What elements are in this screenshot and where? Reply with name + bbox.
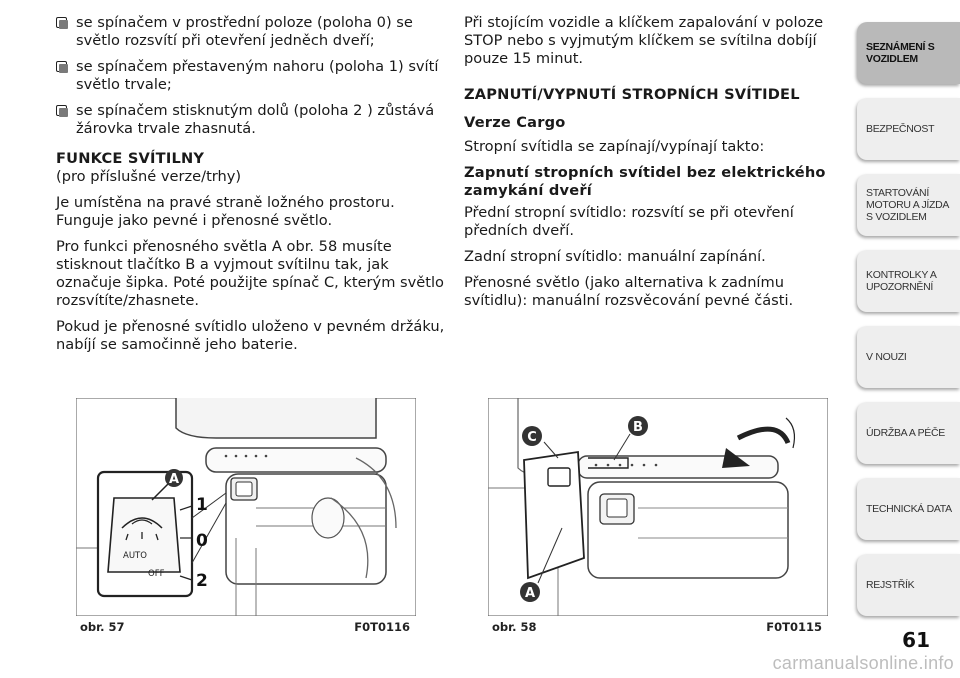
- switch-positions-list: se spínačem v prostřední poloze (poloha …: [56, 14, 448, 138]
- list-item: se spínačem stisknutým dolů (poloha 2 ) …: [56, 102, 448, 138]
- figure-code: F0T0115: [766, 620, 822, 634]
- left-column: se spínačem v prostřední poloze (poloha …: [56, 14, 448, 362]
- right-text-column: Při stojícím vozidle a klíčkem zapalován…: [464, 14, 848, 318]
- figure-57-illustration: AUTO OFF A 1 0 2: [76, 398, 416, 616]
- paragraph: Přední stropní svítidlo: rozsvítí se při…: [464, 204, 794, 239]
- tab-startovani-motoru[interactable]: STARTOVÁNÍ MOTORU A JÍZDA S VOZIDLEM: [857, 174, 960, 236]
- section-heading-stropni-svitidla: ZAPNUTÍ/VYPNUTÍ STROPNÍCH SVÍTIDEL: [464, 86, 800, 103]
- version-heading: Verze Cargo: [464, 114, 566, 131]
- position-0-label: 0: [196, 531, 208, 551]
- figure-58-illustration: C B A: [488, 398, 828, 616]
- figure-58: C B A obr. 58 F0T0115: [488, 398, 828, 634]
- off-label: OFF: [148, 569, 165, 579]
- tab-seznameni-s-vozidlem[interactable]: SEZNÁMENÍ S VOZIDLEM: [857, 22, 960, 84]
- section-subheading: (pro příslušné verze/trhy): [56, 168, 242, 185]
- tab-v-nouzi[interactable]: V NOUZI: [857, 326, 960, 388]
- tab-technicka-data[interactable]: TECHNICKÁ DATA: [857, 478, 960, 540]
- watermark: carmanualsonline.info: [772, 653, 954, 673]
- figure-caption: obr. 57: [80, 620, 125, 634]
- figure-code: F0T0116: [354, 620, 410, 634]
- callout-a-marker: [165, 469, 183, 487]
- list-item-text: se spínačem přestaveným nahoru (poloha 1…: [76, 58, 439, 93]
- page-number: 61: [902, 628, 930, 652]
- list-item-text: se spínačem stisknutým dolů (poloha 2 ) …: [76, 102, 435, 137]
- bullet-square-icon: [56, 61, 68, 73]
- paragraph: Pro funkci přenosného světla A obr. 58 m…: [56, 238, 444, 309]
- bullet-square-icon: [56, 105, 68, 117]
- auto-label: AUTO: [123, 551, 147, 561]
- callout-c-marker: [522, 426, 542, 446]
- callout-a-label: A: [525, 586, 535, 601]
- list-item-text: se spínačem v prostřední poloze (poloha …: [76, 14, 413, 49]
- paragraph: Stropní svítidla se zapínají/vypínají ta…: [464, 138, 765, 155]
- callout-b-label: B: [633, 420, 643, 435]
- figure-57: AUTO OFF A 1 0 2 obr. 57 F0T0116: [76, 398, 416, 634]
- tab-udrzba-a-pece[interactable]: ÚDRŽBA A PÉČE: [857, 402, 960, 464]
- sub-heading: Zapnutí stropních svítidel bez elektrick…: [464, 164, 826, 199]
- paragraph: Je umístěna na pravé straně ložného pros…: [56, 194, 395, 229]
- tab-kontrolky-a-upozorneni[interactable]: KONTROLKY A UPOZORNĚNÍ: [857, 250, 960, 312]
- chapter-tabs: SEZNÁMENÍ S VOZIDLEM BEZPEČNOST STARTOVÁ…: [857, 22, 960, 630]
- position-1-label: 1: [196, 495, 208, 515]
- list-item: se spínačem přestaveným nahoru (poloha 1…: [56, 58, 448, 94]
- callout-a-label: A: [169, 472, 179, 487]
- callout-a-marker: [520, 582, 540, 602]
- paragraph: Zadní stropní svítidlo: manuální zapínán…: [464, 248, 766, 265]
- tab-rejstrik[interactable]: REJSTŘÍK: [857, 554, 960, 616]
- figure-caption: obr. 58: [492, 620, 537, 634]
- tab-bezpecnost[interactable]: BEZPEČNOST: [857, 98, 960, 160]
- bullet-square-icon: [56, 17, 68, 29]
- section-heading-svitilna: FUNKCE SVÍTILNY: [56, 150, 205, 167]
- callout-b-marker: [628, 416, 648, 436]
- list-item: se spínačem v prostřední poloze (poloha …: [56, 14, 448, 50]
- paragraph: Přenosné světlo (jako alternativa k zadn…: [464, 274, 794, 309]
- paragraph-intro: Při stojícím vozidle a klíčkem zapalován…: [464, 14, 824, 67]
- paragraph: Pokud je přenosné svítidlo uloženo v pev…: [56, 318, 445, 353]
- position-2-label: 2: [196, 571, 208, 591]
- callout-c-label: C: [527, 430, 537, 445]
